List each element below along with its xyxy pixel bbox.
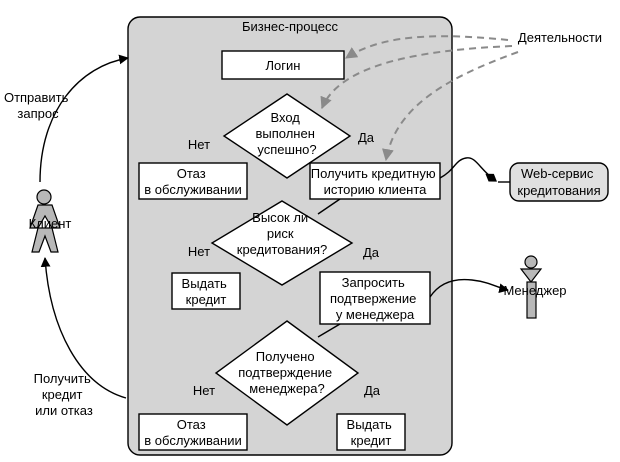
reject1-line1: Отаз [177, 166, 206, 181]
manager-label: Менеджер [503, 283, 566, 298]
decision2-text: Высок ли риск кредитования? [237, 210, 327, 257]
ask-manager-line2: подтвержение [330, 291, 416, 306]
ask-manager-line1: Запросить [342, 275, 405, 290]
give-credit1-text: Выдать кредит [182, 276, 231, 307]
link-history-to-web-service [439, 157, 497, 182]
history-line2: историю клиента [324, 182, 428, 197]
decision1-line1: Вход [270, 110, 300, 125]
decision3-yes-label: Да [364, 383, 381, 398]
login-label: Логин [266, 58, 301, 73]
history-line1: Получить кредитную [311, 166, 436, 181]
decision1-line3: успешно? [257, 142, 316, 157]
decision2-line2: риск [267, 226, 294, 241]
decision2-line1: Высок ли [252, 210, 308, 225]
process-title: Бизнес-процесс [242, 19, 339, 34]
web-service-line2: кредитования [517, 183, 600, 198]
send-request-text: Отправить запрос [4, 90, 72, 121]
give-credit-box-2 [336, 413, 406, 451]
decision3-text: Получено подтверждение менеджера? [238, 349, 336, 396]
arrow-process-to-client [40, 257, 127, 399]
decision1-no-label: Нет [188, 137, 210, 152]
give-credit1-line2: кредит [186, 292, 227, 307]
get-credit-history-box [309, 162, 441, 200]
decision1-text: Вход выполнен успешно? [255, 110, 318, 157]
dashed-arrow-to-decision1 [320, 45, 513, 110]
reject2-text: Отаз в обслуживании [144, 417, 241, 448]
dashed-arrow-to-login [344, 35, 509, 59]
decision2-no-label: Нет [188, 244, 210, 259]
decision3-no-label: Нет [193, 383, 215, 398]
ask-manager-text: Запросить подтвержение у менеджера [330, 275, 420, 322]
client-actor-icon [29, 189, 61, 253]
give-credit2-text: Выдать кредит [347, 417, 396, 448]
client-label: Клиент [29, 216, 72, 231]
decision-credit-risk [210, 200, 354, 286]
send-request-line2: запрос [17, 106, 59, 121]
decision2-yes-label: Да [363, 245, 380, 260]
give-credit1-line1: Выдать [182, 276, 227, 291]
reject1-text: Отаз в обслуживании [144, 166, 241, 197]
connector-manager-to-confirm [317, 323, 341, 338]
get-credit-line2: кредит [42, 387, 83, 402]
give-credit2-line2: кредит [351, 433, 392, 448]
web-service-line1: Web-сервис [521, 166, 594, 181]
get-credit-line1: Получить [34, 371, 91, 386]
get-credit-text: Получить кредит или отказ [34, 371, 95, 418]
login-box [221, 50, 345, 80]
reject-service-box-2 [138, 413, 248, 451]
reject1-line2: в обслуживании [144, 182, 241, 197]
decision3-line2: подтверждение [238, 365, 332, 380]
reject2-line1: Отаз [177, 417, 206, 432]
decision1-line2: выполнен [255, 126, 314, 141]
send-request-line1: Отправить [4, 90, 69, 105]
connector-history-to-risk [317, 198, 341, 215]
manager-actor-icon [519, 255, 543, 319]
history-text: Получить кредитную историю клиента [311, 166, 439, 197]
decision-manager-confirmed [214, 320, 360, 426]
activities-label: Деятельности [518, 30, 602, 45]
decision2-line3: кредитования? [237, 242, 327, 257]
ask-manager-box [319, 271, 431, 325]
ask-manager-line3: у менеджера [336, 307, 415, 322]
give-credit-box-1 [171, 272, 241, 310]
decision1-yes-label: Да [358, 130, 375, 145]
arrow-client-to-process [39, 54, 129, 183]
reject-service-box-1 [138, 162, 248, 200]
decision-login-success [222, 93, 352, 179]
get-credit-line3: или отказ [35, 403, 93, 418]
web-service-text: Web-сервис кредитования [517, 166, 600, 198]
reject2-line2: в обслуживании [144, 433, 241, 448]
give-credit2-line1: Выдать [347, 417, 392, 432]
decision3-line3: менеджера? [249, 381, 325, 396]
decision3-line1: Получено [256, 349, 315, 364]
dashed-arrow-to-history [382, 51, 519, 162]
link-ask-manager-to-manager [429, 278, 509, 298]
